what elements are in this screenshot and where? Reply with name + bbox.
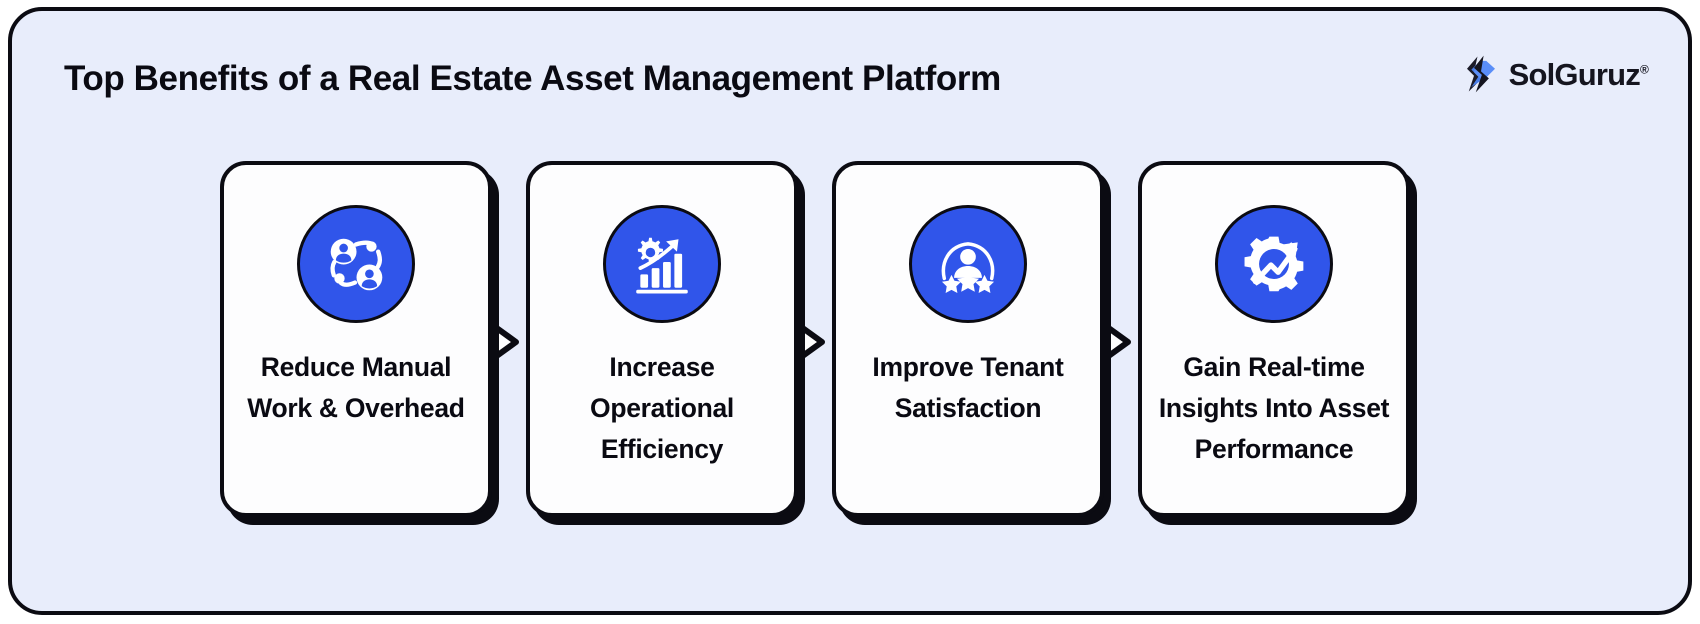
benefits-strip: Reduce Manual Work & Overhead: [12, 161, 1688, 521]
gear-trending-arrow-icon: [1215, 205, 1333, 323]
page-title: Top Benefits of a Real Estate Asset Mana…: [64, 59, 1001, 98]
benefit-card-4-label: Gain Real-time Insights Into Asset Perfo…: [1158, 352, 1390, 465]
header: Top Benefits of a Real Estate Asset Mana…: [12, 11, 1688, 131]
solguruz-chevron-logo-icon: [1460, 53, 1502, 95]
infographic-panel: Top Benefits of a Real Estate Asset Mana…: [8, 7, 1692, 615]
brand-name-text: SolGuruz: [1508, 56, 1641, 92]
brand-logo: SolGuruz®: [1460, 53, 1649, 95]
benefit-card-3-label: Improve Tenant Satisfaction: [872, 352, 1064, 424]
person-rating-stars-icon: [909, 205, 1027, 323]
people-network-icon: [297, 205, 415, 323]
benefit-card-3[interactable]: Improve Tenant Satisfaction: [832, 161, 1104, 517]
benefit-card-2-label: Increase Operational Efficiency: [590, 352, 734, 465]
growth-chart-gear-icon: [603, 205, 721, 323]
brand-name: SolGuruz®: [1508, 56, 1649, 92]
benefit-card-4[interactable]: Gain Real-time Insights Into Asset Perfo…: [1138, 161, 1410, 517]
registered-trademark-icon: ®: [1639, 62, 1649, 77]
benefit-card-1[interactable]: Reduce Manual Work & Overhead: [220, 161, 492, 517]
benefit-card-1-label: Reduce Manual Work & Overhead: [247, 352, 465, 424]
benefit-card-2[interactable]: Increase Operational Efficiency: [526, 161, 798, 517]
